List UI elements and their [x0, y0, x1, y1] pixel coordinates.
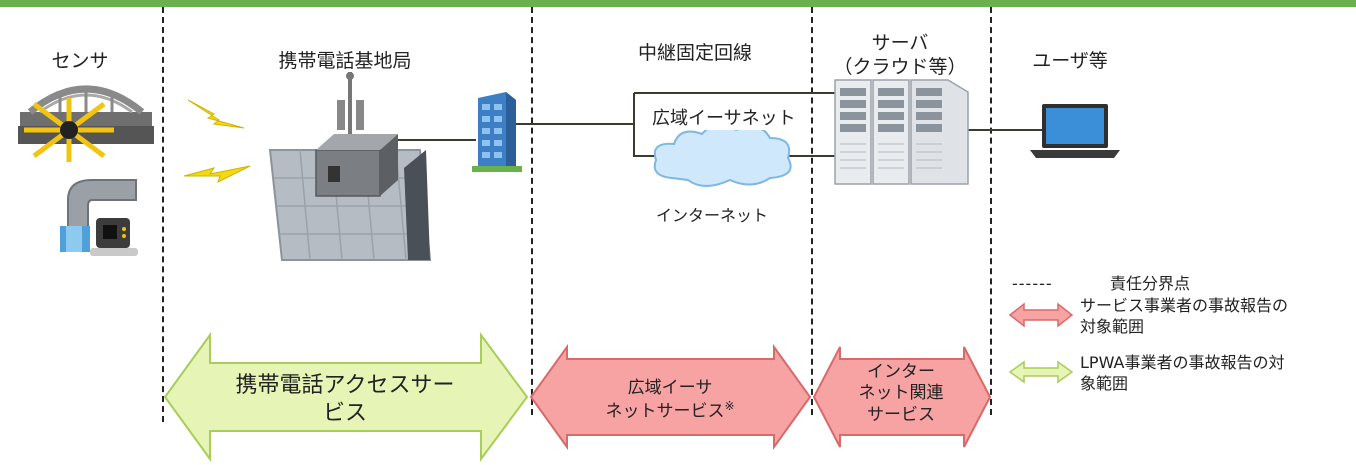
boundary-line-2	[531, 7, 533, 415]
label-server: サーバ	[871, 32, 929, 54]
legend-green-label: LPWA事業者の事故報告の対 象範囲	[1080, 353, 1284, 395]
legend-red-label: サービス事業者の事故報告の 対象範囲	[1080, 296, 1288, 338]
legend-green-line1: LPWA事業者の事故報告の対	[1080, 353, 1285, 372]
wide-ethernet-line2-text: ネットサービス	[605, 401, 725, 422]
internet-cloud-icon	[653, 123, 792, 187]
connection-lines	[398, 92, 1042, 157]
label-relay-line: 中継固定回線	[637, 42, 752, 64]
radio-wave-icon	[183, 99, 251, 183]
internet-services-line3: サービス	[867, 404, 935, 425]
legend-red-arrow	[1008, 302, 1074, 328]
legend-red-line2: 対象範囲	[1080, 316, 1145, 336]
footnote-mark: ※	[724, 399, 735, 414]
internet-services-line2: ネット関連	[858, 383, 944, 404]
top-accent-bar	[0, 0, 1356, 7]
laptop-icon	[1030, 104, 1120, 158]
legend-green-arrow	[1008, 360, 1074, 384]
label-internet: インターネット	[656, 206, 769, 225]
legend-green-line2: 象範囲	[1080, 373, 1129, 393]
boundary-line-4	[990, 7, 992, 415]
mobile-access-line2: ビス	[322, 400, 367, 426]
label-wide-ethernet: 広域イーサネット	[650, 104, 798, 130]
boundary-line-3	[811, 7, 813, 415]
label-sensor: センサ	[51, 50, 109, 72]
legend-red-line1: サービス事業者の事故報告の	[1080, 296, 1289, 315]
legend-dashed-sample: ------	[1012, 274, 1053, 293]
label-server-cloud: （クラウド等）	[833, 56, 967, 78]
boundary-line-1	[162, 7, 164, 422]
server-rack-icon	[834, 79, 969, 185]
label-users: ユーザ等	[1032, 50, 1108, 72]
wide-ethernet-line2: ネットサービス※	[560, 399, 780, 423]
base-station-icon	[268, 72, 432, 261]
wide-ethernet-arrow-label: 広域イーサ ネットサービス※	[560, 378, 780, 423]
mobile-access-arrow	[163, 331, 529, 463]
water-meter-sensor-icon	[60, 179, 138, 256]
label-base-station: 携帯電話基地局	[278, 50, 412, 72]
wide-ethernet-line1: 広域イーサ	[627, 378, 713, 398]
office-building-icon	[472, 92, 522, 172]
mobile-access-arrow-label: 携帯電話アクセスサー ビス	[200, 372, 490, 427]
wide-ethernet-arrow	[529, 343, 812, 451]
legend-boundary-label: 責任分界点	[1110, 274, 1191, 293]
internet-services-arrow	[812, 346, 992, 448]
bridge-sensor-icon	[18, 85, 154, 162]
mobile-access-line1: 携帯電話アクセスサー	[235, 373, 455, 398]
internet-services-line1: インター	[867, 362, 935, 382]
internet-services-arrow-label: インター ネット関連 サービス	[836, 362, 966, 426]
